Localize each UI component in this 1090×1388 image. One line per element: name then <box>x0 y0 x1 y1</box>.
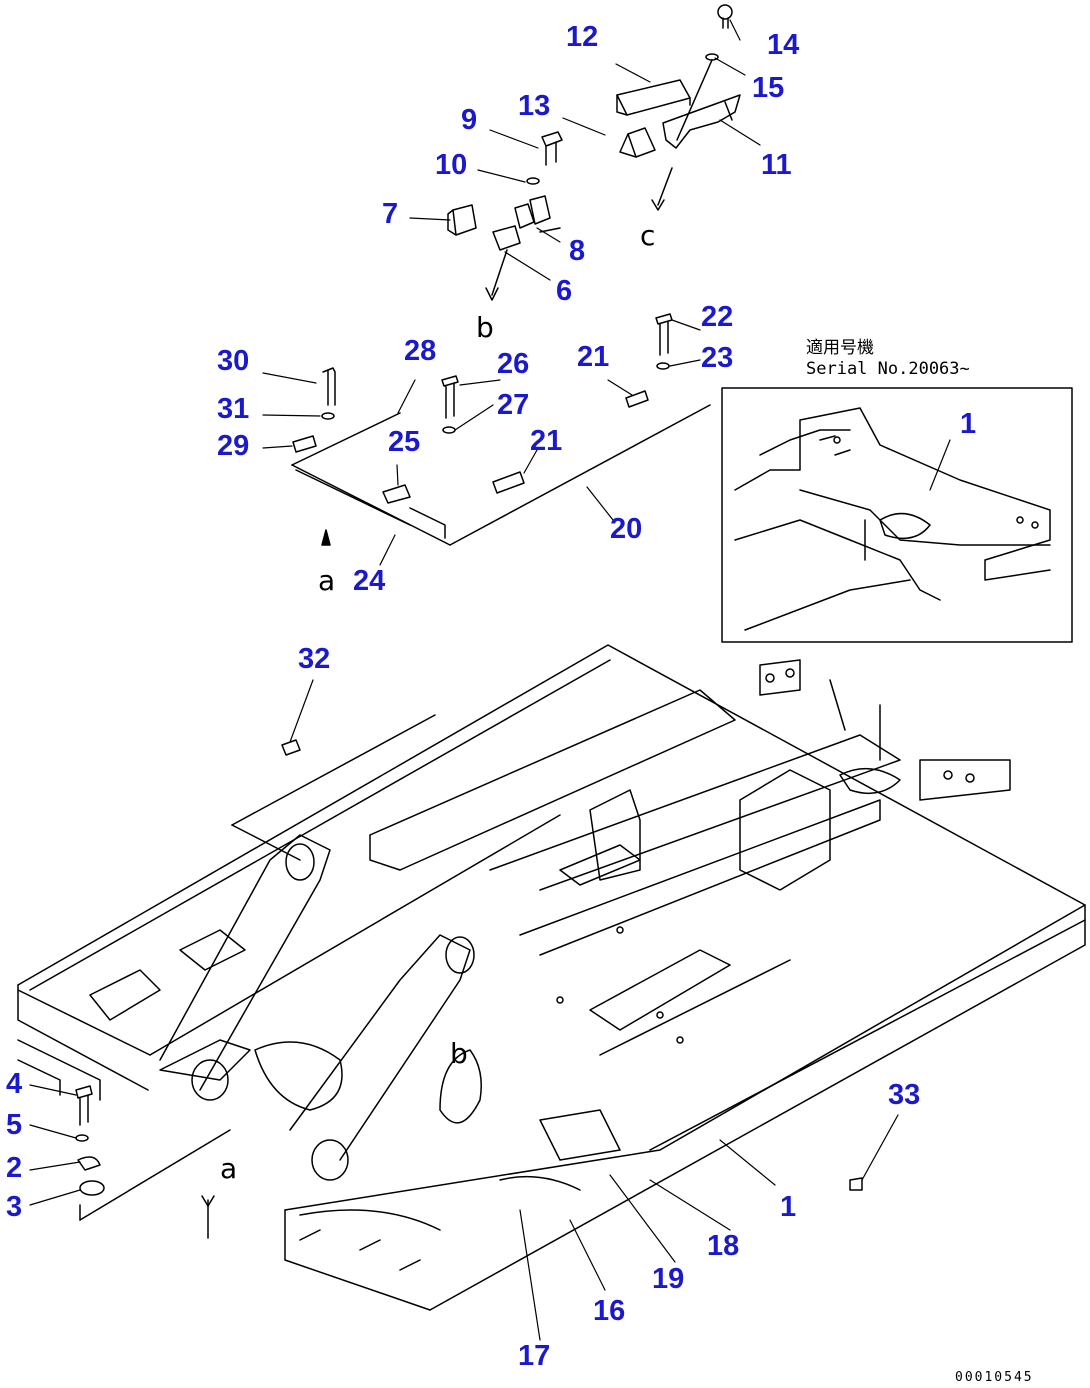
callout-2: 2 <box>6 1152 23 1184</box>
callout-25: 25 <box>388 426 421 458</box>
callout-24: 24 <box>353 565 386 597</box>
callout-19: 19 <box>652 1263 685 1295</box>
callout-32: 32 <box>298 643 331 675</box>
cover-plate-group-c <box>616 4 741 211</box>
view-letter-c: c <box>640 219 656 252</box>
callout-22: 22 <box>701 301 734 333</box>
view-letter-a: a <box>318 564 336 597</box>
callout-13: 13 <box>518 90 551 122</box>
inset-detail <box>721 387 1073 643</box>
inset-serial-jp: 適用号機 <box>806 338 874 358</box>
callout-14: 14 <box>767 29 800 61</box>
callout-12: 12 <box>566 21 599 53</box>
callout-20: 20 <box>610 513 643 545</box>
callout-31: 31 <box>217 393 250 425</box>
callout-7: 7 <box>382 198 399 230</box>
callout-26: 26 <box>497 348 530 380</box>
callout-15: 15 <box>752 72 785 104</box>
inset-serial-number: Serial No.20063~ <box>806 359 970 379</box>
callout-11: 11 <box>761 149 792 181</box>
callout-30: 30 <box>217 345 250 377</box>
floor-plate-group-a <box>291 313 711 546</box>
callout-10: 10 <box>435 149 468 181</box>
callout-8: 8 <box>569 235 586 267</box>
callout-33: 33 <box>888 1079 921 1111</box>
view-letter-b-frame: b <box>450 1037 468 1070</box>
bracket-group-b <box>447 131 563 301</box>
callout-1-inset: 1 <box>960 408 977 440</box>
callout-18: 18 <box>707 1230 740 1262</box>
callout-27: 27 <box>497 389 530 421</box>
callout-6: 6 <box>556 275 573 307</box>
callout-16: 16 <box>593 1295 626 1327</box>
callout-29: 29 <box>217 430 250 462</box>
revolving-frame <box>17 644 1086 1311</box>
callout-28: 28 <box>404 335 437 367</box>
view-letter-b: b <box>476 311 494 344</box>
callout-9: 9 <box>461 104 478 136</box>
leader-lines <box>29 19 951 1341</box>
callout-21-right: 21 <box>577 341 610 373</box>
callout-3: 3 <box>6 1191 23 1223</box>
callout-4: 4 <box>6 1068 23 1100</box>
callout-21-center: 21 <box>530 425 563 457</box>
view-letter-a-frame: a <box>220 1152 238 1185</box>
callout-17: 17 <box>518 1340 551 1372</box>
callout-1: 1 <box>780 1191 797 1223</box>
document-id: 00010545 <box>955 1370 1034 1385</box>
callout-23: 23 <box>701 342 734 374</box>
callout-5: 5 <box>6 1109 23 1141</box>
